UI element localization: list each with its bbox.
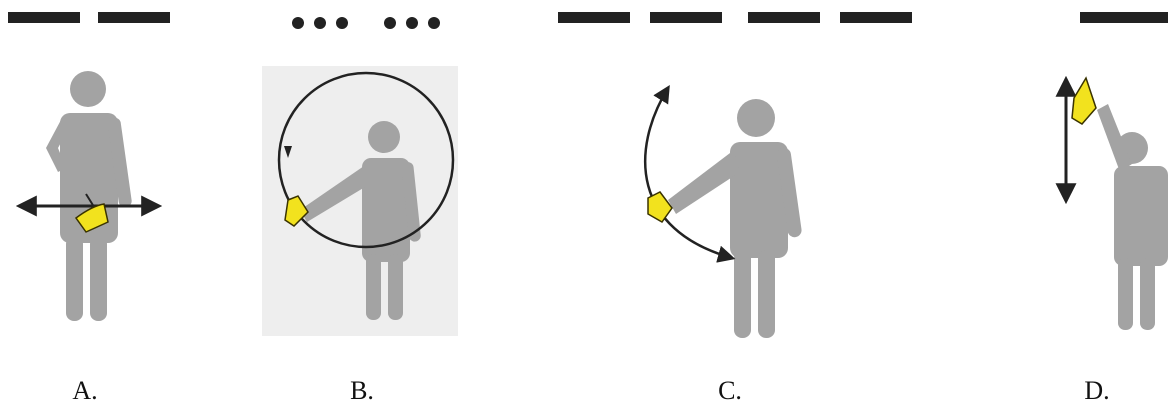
dot-mark [428,17,440,29]
dot-mark [406,17,418,29]
person-figure [300,121,421,320]
person-figure [668,99,802,338]
panel-label-b: B. [350,376,374,405]
flag-icon [74,203,109,233]
panel-label-c: C. [718,376,742,405]
curved-arrow [644,85,736,263]
panel-d [1055,12,1168,330]
panel-label-a: A. [72,376,98,405]
panel-a [8,12,170,321]
signal-six-dots [292,17,440,29]
dash-mark [840,12,912,23]
flag-icon [1071,76,1097,125]
dash-mark [558,12,630,23]
dash-mark [8,12,80,23]
flag-icon [647,191,673,223]
dash-mark [748,12,820,23]
signal-one-dash [1080,12,1168,23]
panel-c [558,12,912,338]
flag-icon [284,195,309,227]
person-figure [46,71,132,321]
circular-arrow [277,71,455,249]
person-figure [1097,104,1168,330]
dot-mark [336,17,348,29]
dot-mark [384,17,396,29]
dot-mark [292,17,304,29]
dash-mark [1080,12,1168,23]
dash-mark [650,12,722,23]
dot-mark [314,17,326,29]
panel-b [262,17,458,336]
dash-mark [98,12,170,23]
signal-two-dashes [8,12,170,23]
panel-label-d: D. [1084,376,1110,405]
signal-four-dashes [558,12,912,23]
